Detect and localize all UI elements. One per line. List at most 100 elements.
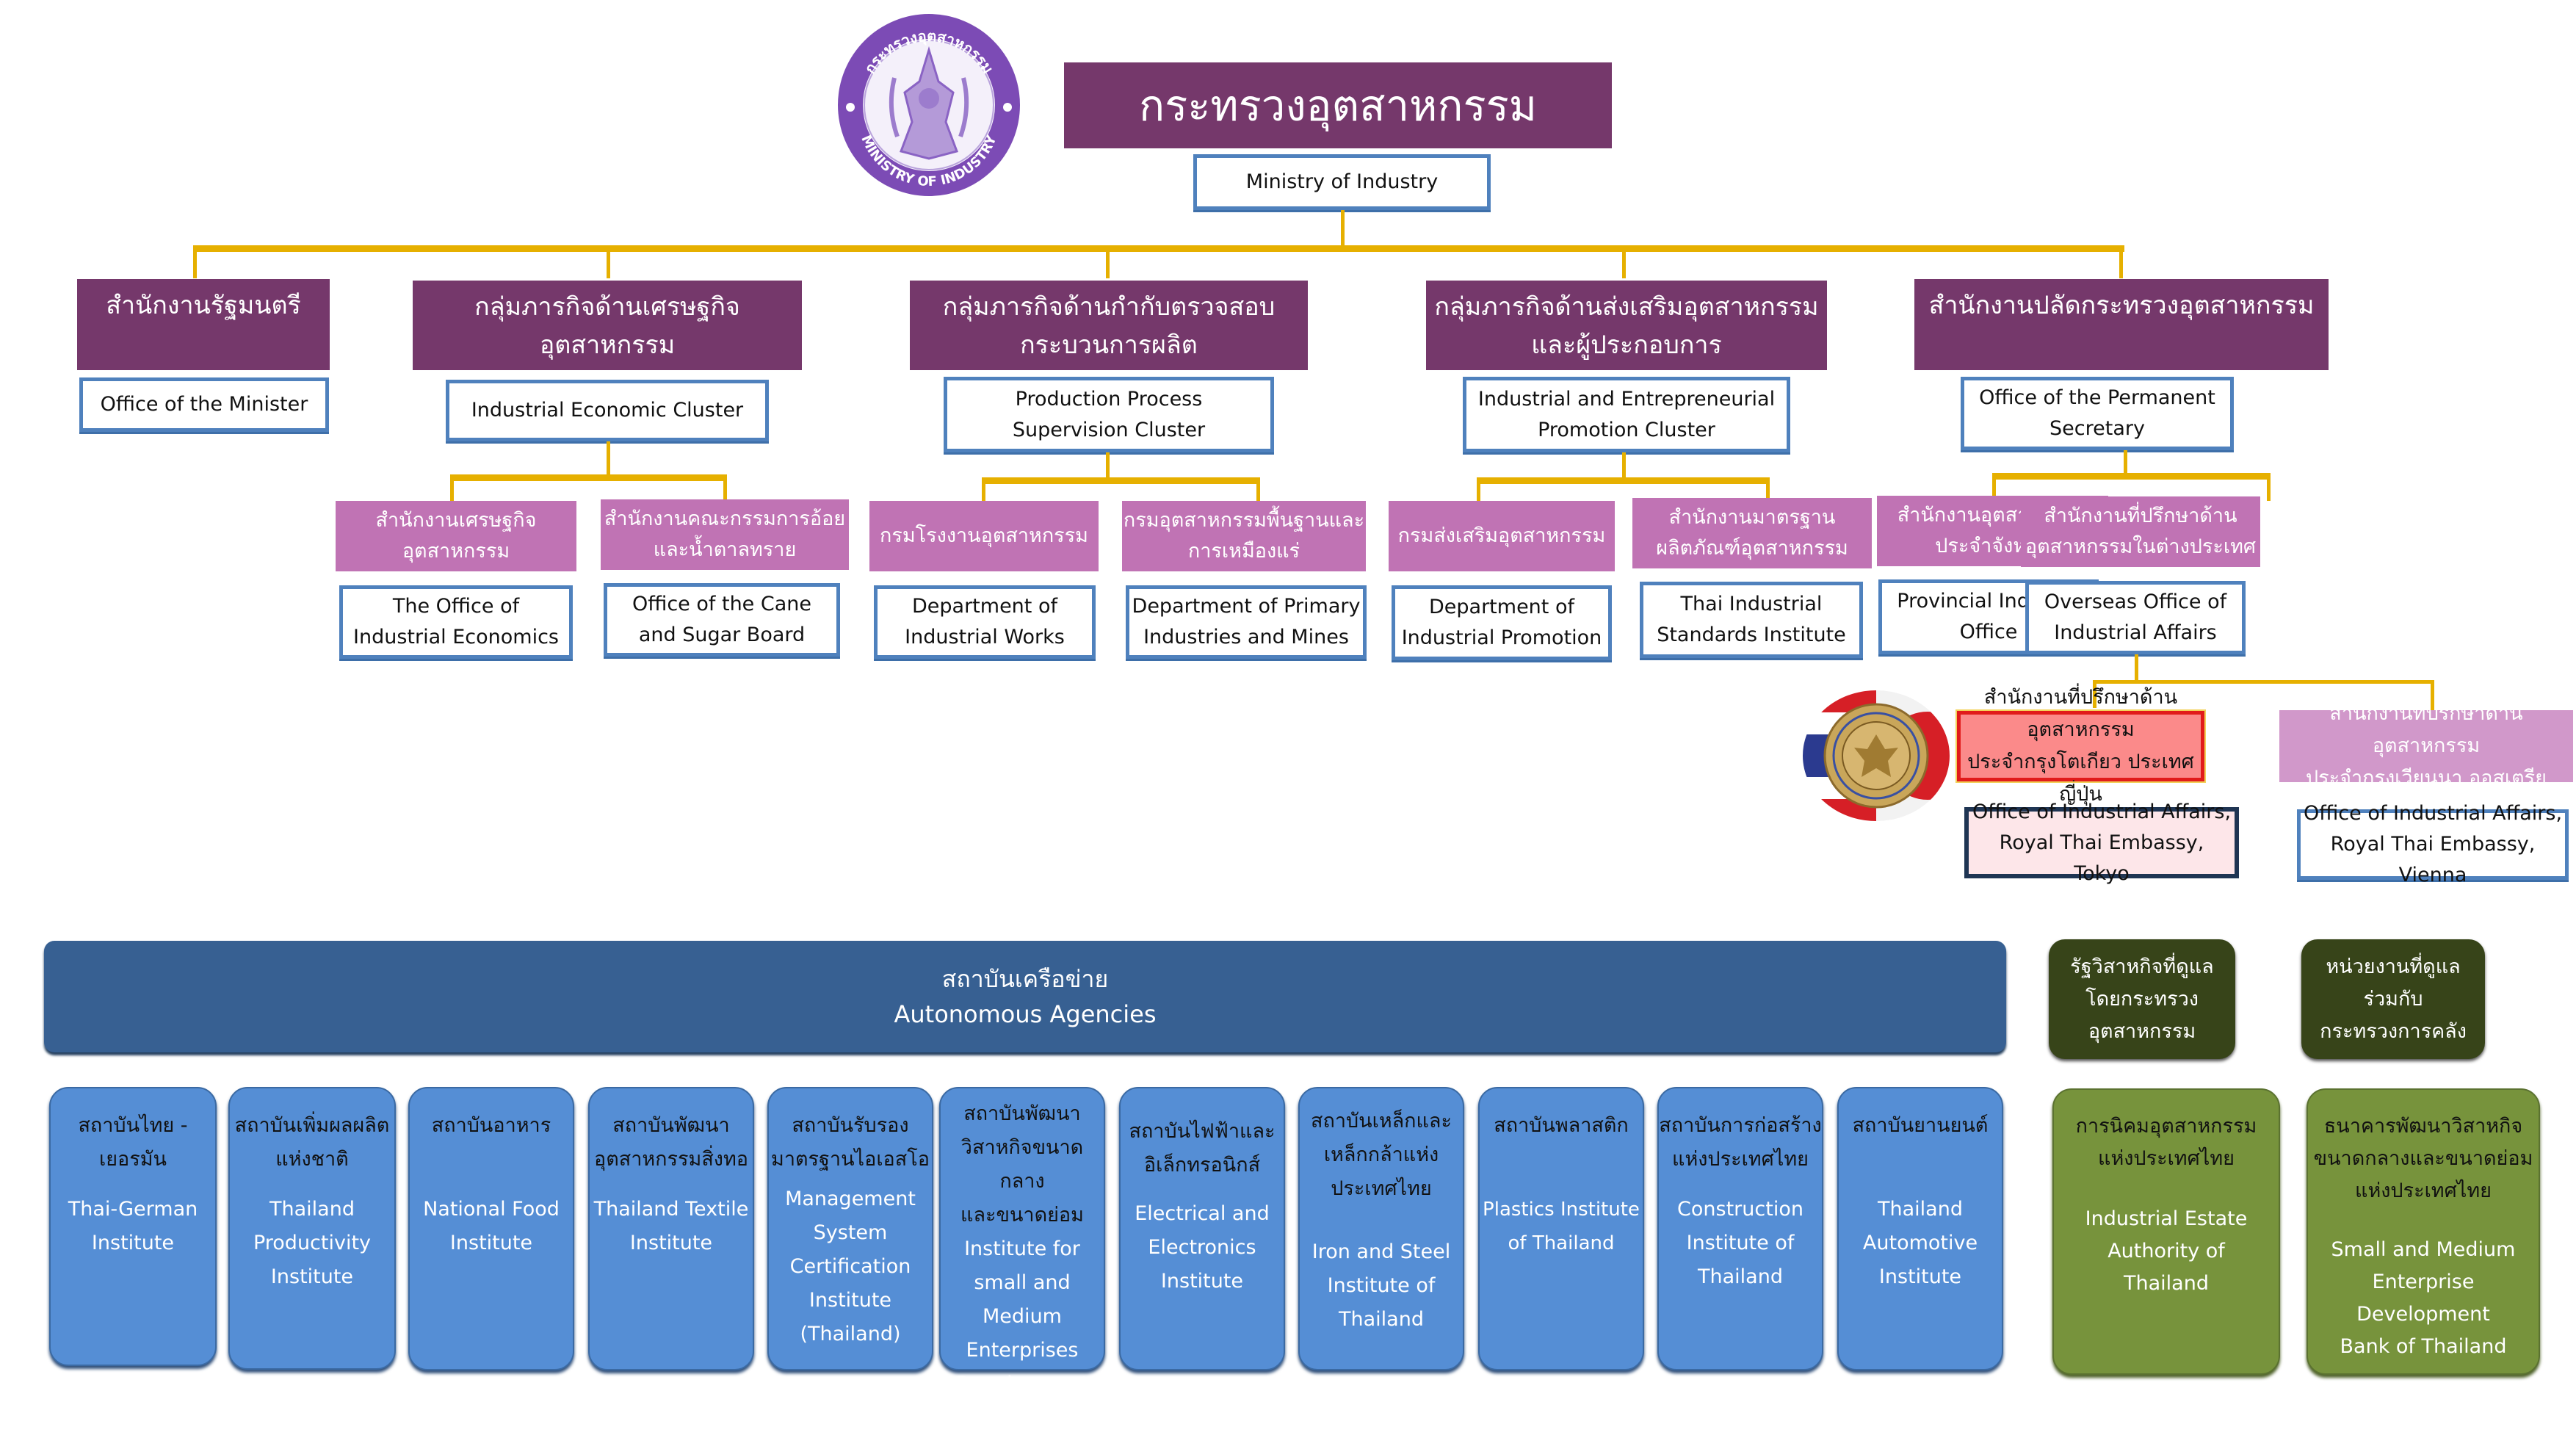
cluster-header-text: สำนักงานรัฐมนตรี	[106, 291, 301, 320]
institute-name-en: Thai-German Institute	[68, 1198, 198, 1254]
label-text: สำนักงานที่ปรึกษาด้านอุตสาหกรรม ประจำกรุ…	[1967, 686, 2194, 806]
label-text: Office of Industrial Affairs, Royal Thai…	[2303, 802, 2563, 886]
institute-name-en: Thailand Productivity Institute	[253, 1198, 372, 1288]
cluster-header-economic: กลุ่มภารกิจด้านเศรษฐกิจอุตสาหกรรม	[413, 281, 802, 370]
dept-header: กรมโรงงานอุตสาหกรรม	[869, 501, 1099, 571]
ministry-title-th-text: กระทรวงอุตสาหกรรม	[1138, 80, 1538, 131]
institute-card[interactable]: สถาบันเหล็กและ เหล็กกล้าแห่ง ประเทศไทย I…	[1298, 1087, 1464, 1370]
institute-card[interactable]: สถาบันไทย - เยอรมัน Thai-German Institut…	[49, 1087, 217, 1366]
cluster-header-minister: สำนักงานรัฐมนตรี	[77, 279, 330, 370]
label-text: สำนักงานคณะกรรมการอ้อย และน้ำตาลทราย	[604, 507, 846, 561]
institute-name-th: สถาบันเพิ่มผลผลิต แห่งชาติ	[234, 1114, 390, 1171]
institute-card[interactable]: สถาบันอาหาร National Food Institute	[408, 1087, 574, 1370]
cluster-header-promotion: กลุ่มภารกิจด้านส่งเสริมอุตสาหกรรม และผู้…	[1426, 281, 1827, 370]
institute-card[interactable]: สถาบันพลาสติก Plastics Institute of Thai…	[1478, 1087, 1644, 1370]
connector	[193, 245, 197, 278]
institute-name-th: สถาบันพัฒนา วิสาหกิจขนาดกลาง และขนาดย่อม	[960, 1102, 1084, 1226]
dept-box[interactable]: Department of Primary Industries and Min…	[1126, 585, 1367, 659]
cluster-header-text: สำนักงานปลัดกระทรวงอุตสาหกรรม	[1928, 291, 2315, 320]
label-text: สำนักงานที่ปรึกษาด้านอุตสาหกรรม ประจำกรุ…	[2305, 702, 2547, 789]
institute-name-th: สถาบันพลาสติก	[1494, 1114, 1629, 1137]
connector	[1992, 473, 2270, 480]
institute-name-th: สถาบันพัฒนา อุตสาหกรรมสิ่งทอ	[593, 1114, 748, 1171]
state-enterprise-name-en: Industrial Estate Authority of Thailand	[2085, 1207, 2248, 1295]
institute-card[interactable]: สถาบันยานยนต์ Thailand Automotive Instit…	[1837, 1087, 2003, 1370]
connector	[1106, 452, 1110, 480]
label-text: สำนักงานที่ปรึกษาด้าน อุตสาหกรรมในต่างปร…	[2025, 505, 2257, 558]
tokyo-office-emblem	[1803, 690, 1950, 821]
cluster-box-minister[interactable]: Office of the Minister	[79, 377, 329, 432]
cluster-box-production[interactable]: Production Process Supervision Cluster	[944, 377, 1274, 452]
connector	[982, 477, 1259, 484]
institute-name-en: Construction Institute of Thailand	[1677, 1198, 1803, 1288]
connector	[2119, 245, 2123, 278]
label-text: Department of Industrial Works	[905, 595, 1065, 648]
institute-card[interactable]: สถาบันรับรอง มาตรฐานไอเอสโอ Management S…	[767, 1087, 933, 1370]
dept-box[interactable]: The Office of Industrial Economics	[339, 585, 573, 659]
dept-box[interactable]: Thai Industrial Standards Institute	[1640, 582, 1863, 658]
dept-header: สำนักงานมาตรฐาน ผลิตภัณฑ์อุตสาหกรรม	[1632, 498, 1872, 568]
ministry-title-en-text: Ministry of Industry	[1245, 170, 1439, 193]
tokyo-office-box[interactable]: Office of Industrial Affairs, Royal Thai…	[1964, 801, 2239, 885]
institute-name-th: สถาบันเหล็กและ เหล็กกล้าแห่ง ประเทศไทย	[1311, 1110, 1452, 1200]
label-text: Department of Primary Industries and Min…	[1132, 595, 1361, 648]
institute-card[interactable]: สถาบันไฟฟ้าและ อิเล็กทรอนิกส์ Electrical…	[1119, 1087, 1285, 1370]
vienna-office-header: สำนักงานที่ปรึกษาด้านอุตสาหกรรม ประจำกรุ…	[2279, 702, 2573, 789]
label-text: กรมโรงงานอุตสาหกรรม	[880, 524, 1088, 547]
institute-name-en: Iron and Steel Institute of Thailand	[1311, 1240, 1451, 1331]
dept-header: กรมอุตสาหกรรมพื้นฐานและ การเหมืองแร่	[1122, 501, 1366, 571]
dept-header: กรมส่งเสริมอุตสาหกรรม	[1389, 501, 1615, 571]
institute-card[interactable]: สถาบันเพิ่มผลผลิต แห่งชาติ Thailand Prod…	[228, 1087, 396, 1370]
connector	[607, 245, 610, 278]
finance-joint-card[interactable]: ธนาคารพัฒนาวิสาหกิจ ขนาดกลางและขนาดย่อม …	[2307, 1088, 2540, 1375]
dept-box[interactable]: Department of Industrial Promotion	[1392, 585, 1612, 660]
ministry-title-en[interactable]: Ministry of Industry	[1193, 154, 1491, 210]
institute-card[interactable]: สถาบันพัฒนา วิสาหกิจขนาดกลาง และขนาดย่อม…	[939, 1087, 1105, 1395]
autonomous-title-th: สถาบันเครือข่าย	[941, 965, 1109, 993]
dept-box[interactable]: Overseas Office of Industrial Affairs	[2025, 581, 2246, 654]
cluster-box-economic[interactable]: Industrial Economic Cluster	[446, 380, 769, 441]
connector	[1622, 245, 1626, 278]
state-enterprise-header: รัฐวิสาหกิจที่ดูแล โดยกระทรวง อุตสาหกรรม	[2049, 939, 2235, 1059]
cluster-box-text: Office of the Permanent Secretary	[1979, 386, 2215, 440]
institute-card[interactable]: สถาบันพัฒนา อุตสาหกรรมสิ่งทอ Thailand Te…	[588, 1087, 754, 1370]
cluster-box-promotion[interactable]: Industrial and Entrepreneurial Promotion…	[1463, 377, 1790, 452]
finance-joint-name-th: ธนาคารพัฒนาวิสาหกิจ ขนาดกลางและขนาดย่อม …	[2313, 1115, 2533, 1202]
label-text: Office of Industrial Affairs, Royal Thai…	[1972, 800, 2232, 885]
cluster-box-permanent-secretary[interactable]: Office of the Permanent Secretary	[1961, 377, 2234, 450]
state-enterprise-name-th: การนิคมอุตสาหกรรม แห่งประเทศไทย	[2075, 1115, 2257, 1170]
connector	[1256, 477, 1260, 504]
dept-box[interactable]: Office of the Cane and Sugar Board	[604, 583, 840, 657]
institute-name-th: สถาบันไทย - เยอรมัน	[78, 1114, 188, 1171]
label-text: Office of the Cane and Sugar Board	[632, 593, 811, 646]
connector	[1766, 477, 1770, 504]
finance-joint-header: หน่วยงานที่ดูแล ร่วมกับ กระทรวงการคลัง	[2301, 939, 2485, 1059]
connector	[982, 477, 985, 504]
institute-card[interactable]: สถาบันการก่อสร้าง แห่งประเทศไทย Construc…	[1657, 1087, 1823, 1370]
dept-box[interactable]: Department of Industrial Works	[874, 585, 1096, 659]
dept-header: สำนักงานคณะกรรมการอ้อย และน้ำตาลทราย	[601, 499, 849, 570]
connector	[2093, 680, 2096, 708]
label-text: รัฐวิสาหกิจที่ดูแล โดยกระทรวง อุตสาหกรรม	[2070, 955, 2214, 1043]
connector	[1477, 477, 1480, 504]
institute-name-en: Institute for small and Medium Enterpris…	[955, 1237, 1089, 1395]
label-text: Thai Industrial Standards Institute	[1657, 593, 1846, 646]
connector	[1477, 477, 1769, 484]
institute-name-th: สถาบันอาหาร	[431, 1114, 551, 1137]
label-text: หน่วยงานที่ดูแล ร่วมกับ กระทรวงการคลัง	[2320, 955, 2467, 1043]
finance-joint-name-en: Small and Medium Enterprise Development …	[2331, 1238, 2516, 1358]
state-enterprise-card[interactable]: การนิคมอุตสาหกรรม แห่งประเทศไทย Industri…	[2052, 1088, 2280, 1375]
label-text: Department of Industrial Promotion	[1401, 596, 1602, 649]
connector	[1106, 245, 1110, 278]
connector	[2135, 654, 2138, 684]
vienna-office-box[interactable]: Office of Industrial Affairs, Royal Thai…	[2297, 802, 2569, 886]
dept-header: สำนักงานที่ปรึกษาด้าน อุตสาหกรรมในต่างปร…	[2021, 496, 2260, 567]
cluster-header-text: กลุ่มภารกิจด้านกำกับตรวจสอบ กระบวนการผลิ…	[942, 292, 1276, 360]
connector	[607, 441, 610, 478]
label-text: สำนักงานเศรษฐกิจ อุตสาหกรรม	[375, 509, 537, 563]
institute-name-en: Electrical and Electronics Institute	[1135, 1202, 1270, 1293]
thai-flag-emblem-icon	[1803, 690, 1950, 821]
label-text: The Office of Industrial Economics	[353, 595, 559, 648]
institute-name-th: สถาบันรับรอง มาตรฐานไอเอสโอ	[771, 1114, 930, 1171]
ministry-seal-icon: กระทรวงอุตสาหกรรม MINISTRY OF INDUSTRY	[838, 14, 1020, 196]
